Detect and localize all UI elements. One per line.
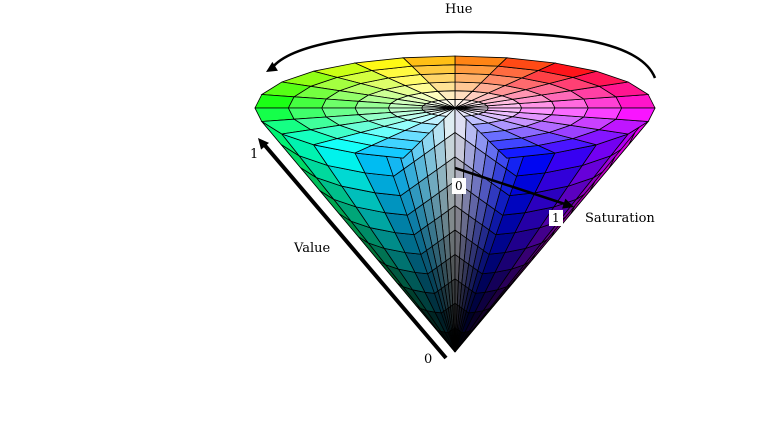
hue-label: Hue	[445, 2, 473, 17]
saturation-label: Saturation	[585, 211, 655, 226]
value-min-label: 0	[424, 352, 433, 367]
saturation-min-label: 0	[452, 178, 466, 194]
saturation-max-label: 1	[549, 210, 563, 226]
value-label: Value	[294, 241, 331, 256]
value-max-label: 1	[250, 147, 259, 162]
